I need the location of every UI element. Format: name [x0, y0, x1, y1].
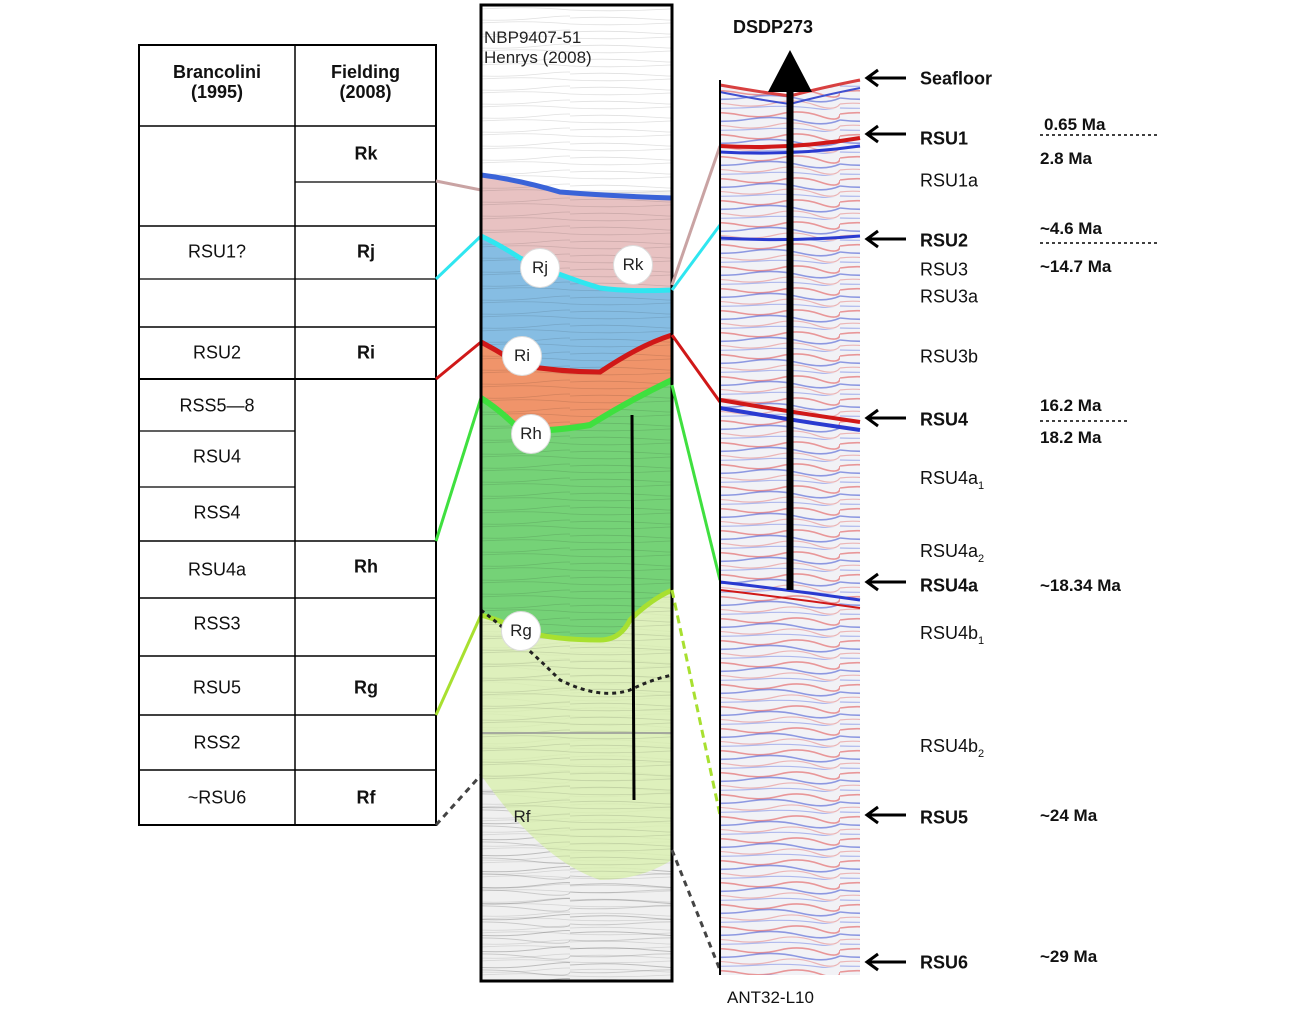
marker-sub: 2 — [978, 552, 985, 565]
horizon-label: Rk — [613, 245, 653, 285]
horizon-label: Rj — [520, 248, 560, 288]
header-brancolini: Brancolini (1995) — [172, 62, 261, 102]
age-label: ~29 Ma — [1040, 947, 1098, 966]
profile-title-line1: NBP9407-51 — [484, 28, 582, 47]
marker-sub: 1 — [978, 479, 985, 492]
marker-text: RSU4b — [920, 736, 979, 757]
marker-sub: 2 — [978, 747, 985, 760]
arrow-icon — [864, 408, 906, 428]
table-cell-brancolini: RSS5—8 — [179, 395, 255, 416]
marker-label: RSU4a — [920, 575, 979, 596]
marker-sub: 1 — [978, 634, 985, 647]
age-label: ~4.6 Ma — [1040, 219, 1102, 238]
age-label: ~18.34 Ma — [1040, 576, 1121, 595]
age-label: 2.8 Ma — [1040, 149, 1092, 168]
arrow-icon — [864, 952, 906, 972]
marker-label: Seafloor — [920, 68, 993, 89]
table-cell-brancolini: RSU5 — [192, 677, 242, 698]
arrow-icon — [864, 572, 906, 592]
age-separators — [1040, 134, 1160, 422]
age-label: ~24 Ma — [1040, 806, 1098, 825]
correlation-table — [138, 44, 437, 826]
arrow-icon — [864, 68, 906, 88]
marker-label: RSU4 — [920, 409, 969, 430]
marker-text: RSU4a — [920, 468, 979, 489]
table-cell-brancolini: RSS2 — [193, 732, 241, 753]
table-cell-brancolini: RSS4 — [193, 502, 241, 523]
table-cell-fielding: Rf — [356, 787, 376, 808]
table-cell-brancolini: RSS3 — [193, 613, 241, 634]
well-label: DSDP273 — [733, 17, 814, 37]
age-label: 18.2 Ma — [1040, 428, 1102, 447]
table-cell-brancolini: ~RSU6 — [187, 787, 247, 808]
table-cell-brancolini: RSU4a — [187, 559, 247, 580]
marker-label: RSU4a2 — [920, 541, 984, 565]
profile-seismic-connectors — [670, 145, 722, 971]
seismic-section-ant32 — [719, 50, 861, 975]
arrow-icon — [864, 229, 906, 249]
table-cell-fielding: Rg — [354, 677, 378, 698]
marker-label: RSU6 — [920, 952, 969, 973]
age-label: 0.65 Ma — [1044, 115, 1106, 134]
marker-label: RSU3b — [920, 346, 979, 367]
marker-label: RSU5 — [920, 807, 969, 828]
horizon-label: Rh — [511, 414, 551, 454]
age-label: ~14.7 Ma — [1040, 257, 1112, 276]
marker-text: RSU4a — [920, 541, 979, 562]
header-fielding: Fielding (2008) — [331, 62, 400, 102]
profile-frame — [479, 3, 674, 983]
line-label: ANT32-L10 — [727, 988, 814, 1007]
marker-label: RSU3 — [920, 259, 969, 280]
horizon-label: Ri — [502, 336, 542, 376]
marker-label: RSU3a — [920, 286, 979, 307]
table-cell-fielding: Ri — [357, 342, 375, 363]
marker-label: RSU2 — [920, 230, 969, 251]
profile-title-line2: Henrys (2008) — [484, 48, 592, 67]
marker-label: RSU1a — [920, 170, 979, 191]
arrow-icon — [864, 805, 906, 825]
table-cell-brancolini: RSU1? — [187, 241, 247, 262]
age-label: 16.2 Ma — [1040, 396, 1102, 415]
marker-label: RSU4b1 — [920, 623, 984, 647]
table-cell-brancolini: RSU4 — [192, 446, 242, 467]
horizon-label: Rg — [501, 611, 541, 651]
table-cell-fielding: Rk — [354, 143, 378, 164]
arrow-icon — [864, 124, 906, 144]
horizon-label: Rf — [513, 807, 531, 826]
marker-label: RSU1 — [920, 128, 969, 149]
table-cell-fielding: Rh — [354, 556, 378, 577]
marker-text: RSU4b — [920, 623, 979, 644]
marker-label: RSU4a1 — [920, 468, 984, 492]
marker-label: RSU4b2 — [920, 736, 984, 760]
table-cell-brancolini: RSU2 — [192, 342, 242, 363]
table-cell-fielding: Rj — [357, 241, 375, 262]
marker-arrows — [864, 68, 906, 972]
table-profile-connectors — [434, 179, 483, 827]
